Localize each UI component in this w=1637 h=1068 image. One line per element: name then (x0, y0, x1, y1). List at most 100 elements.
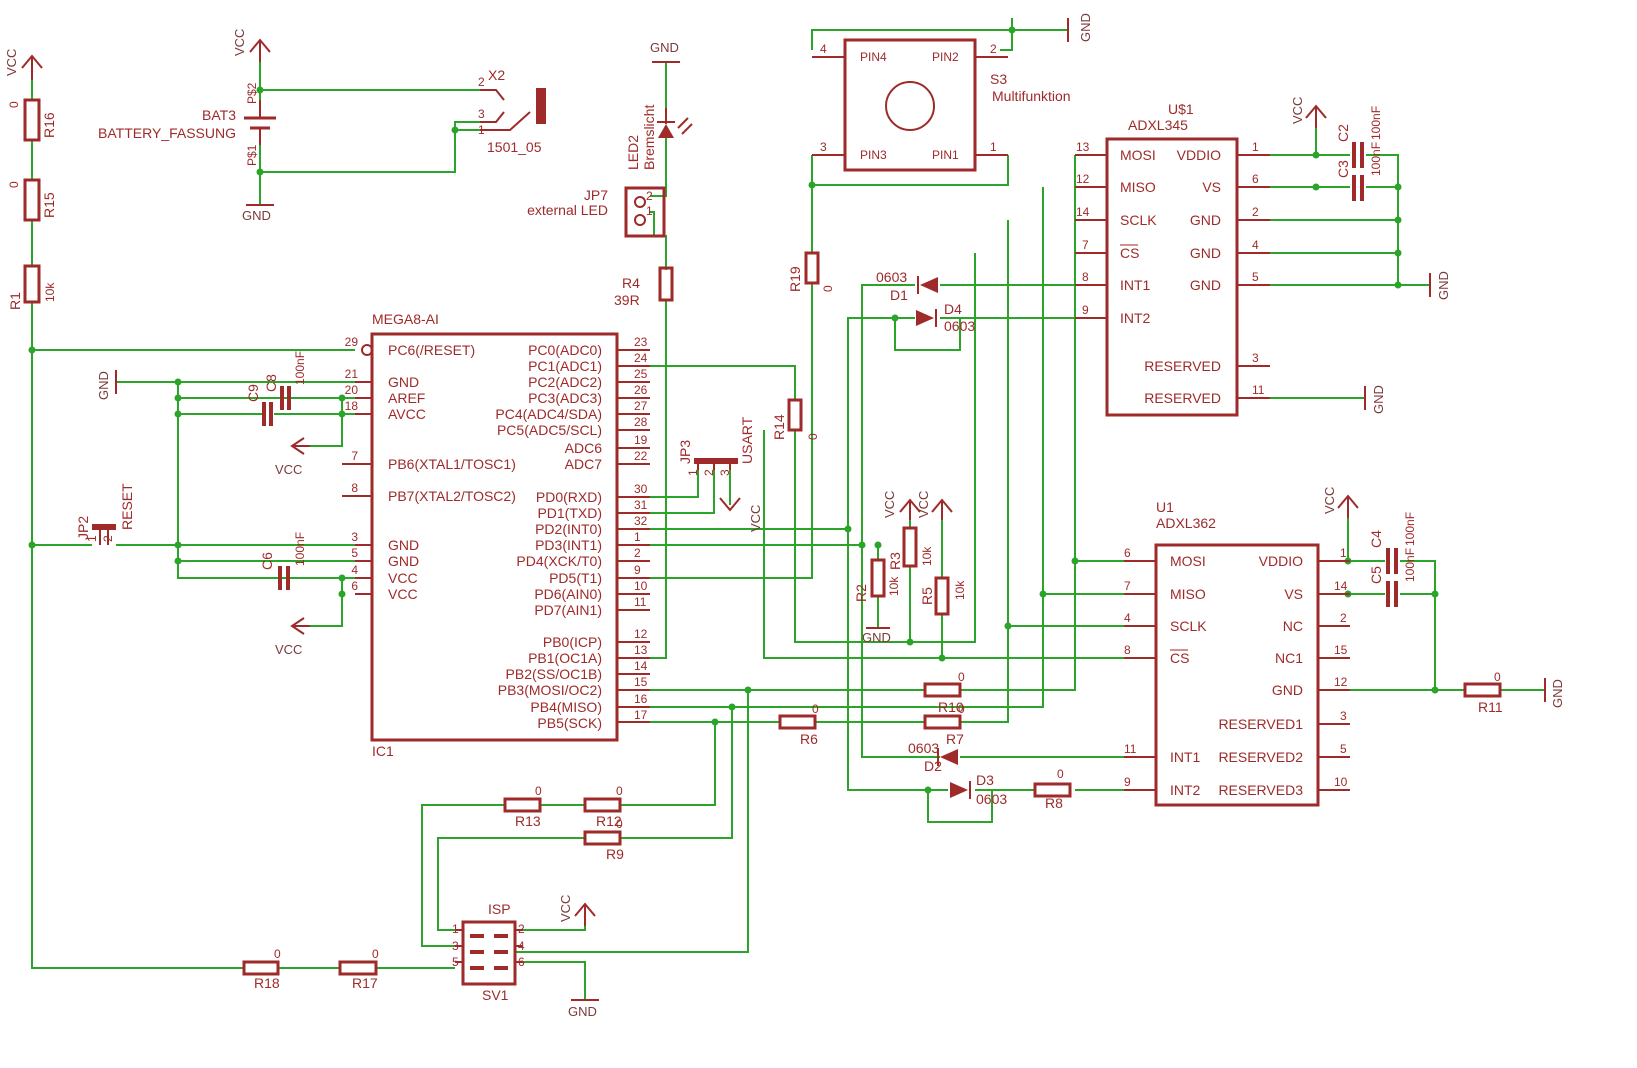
u2-pin-num: 10 (1334, 775, 1348, 789)
x2-name: X2 (488, 67, 505, 83)
r12-body (583, 797, 622, 813)
u2-pin-num: 5 (1340, 742, 1347, 756)
ic1-pin-num: 6 (351, 579, 358, 593)
capacitor-value: 100nF (293, 532, 307, 566)
ic1-pin-name: PB6(XTAL1/TOSC1) (388, 456, 516, 472)
isp-pin-num: 2 (518, 922, 525, 936)
supply-symbols: VCC VCC VCC VCC VCC VCC VCC VCC VCC VCC … (4, 13, 1565, 1019)
bat-p1: P$1 (245, 144, 259, 166)
ic1-pin-num: 13 (634, 643, 648, 657)
vcc-label: VCC (916, 491, 931, 518)
resistor-value: 0 (1057, 767, 1064, 781)
s3-pin-num: 4 (820, 42, 827, 56)
x2-pin-num: 2 (478, 75, 485, 89)
r1-body (23, 264, 41, 304)
ic1-pin-num: 15 (634, 675, 648, 689)
r6-body (778, 714, 817, 730)
ic1-pin-name: PC5(ADC5/SCL) (497, 422, 602, 438)
ic1-pin-name: PD5(T1) (549, 570, 602, 586)
ic1-pin-name: ADC7 (565, 456, 603, 472)
d1-body (920, 277, 938, 293)
u1-pin-num: 3 (1252, 351, 1259, 365)
ic1-name: IC1 (372, 743, 394, 759)
r9-body (583, 830, 622, 846)
u2-pin-name: GND (1272, 682, 1303, 698)
r13-body (503, 797, 542, 813)
ic1-pin-name: PB7(XTAL2/TOSC2) (388, 488, 516, 504)
ic1-pin-name: PD3(INT1) (535, 537, 602, 553)
capacitor-name: C6 (259, 552, 275, 570)
junctions (28, 26, 1439, 794)
ic1-pin-num: 4 (351, 563, 358, 577)
bat-name: BAT3 (202, 107, 236, 123)
ic1-pin-num: 16 (634, 692, 648, 706)
isp-pin-num: 3 (452, 939, 459, 953)
ic1-value: MEGA8-AI (372, 311, 439, 327)
ic1-pin-name: PD0(RXD) (536, 489, 602, 505)
x2-connector: 2 3 1 X2 1501_05 (478, 67, 546, 155)
bat-p2: P$2 (245, 82, 259, 104)
r7-body (923, 714, 962, 730)
ic1-pin-name: VCC (388, 570, 418, 586)
capacitor-name: C3 (1335, 160, 1351, 178)
r16-body (23, 98, 41, 142)
jp7-pin-num: 1 (646, 204, 653, 218)
ic1-pin-num: 18 (345, 399, 359, 413)
isp-pin-num: 4 (518, 939, 525, 953)
s3-pin-name: PIN2 (932, 50, 959, 64)
resistor-value: 39R (614, 292, 640, 308)
u2-pin-num: 6 (1124, 546, 1131, 560)
capacitor-name: C4 (1368, 530, 1384, 548)
s3-pin-name: PIN3 (860, 148, 887, 162)
u1-pin-name: INT1 (1120, 277, 1151, 293)
resistor-value: 10k (953, 580, 967, 600)
jp2-pin-num: 1 (85, 535, 99, 542)
resistor-value: 0 (958, 702, 965, 716)
gnd-label: GND (862, 630, 891, 645)
u1-pin-num: 2 (1252, 205, 1259, 219)
vcc-label: VCC (558, 895, 573, 922)
u1-pin-name: RESERVED (1144, 358, 1221, 374)
ic1-pin-name: GND (388, 374, 419, 390)
ic1-pin-num: 12 (634, 627, 648, 641)
u2-pin-name: CS (1170, 650, 1189, 666)
resistor-name: R12 (596, 813, 622, 829)
ic1-pin-num: 32 (634, 514, 648, 528)
ic1-pin-name: PB2(SS/OC1B) (506, 666, 602, 682)
u1-pin-name: GND (1190, 277, 1221, 293)
ic1-pin-num: 3 (351, 530, 358, 544)
isp-value: ISP (488, 901, 511, 917)
u1-adxl345: U$1 ADXL345 13 MOSI 12 MISO 14 SCLK 7 CS… (1075, 101, 1270, 417)
resistor-name: R3 (887, 552, 903, 570)
u2-pin-name: MISO (1170, 586, 1206, 602)
ic1-pin-name: AVCC (388, 406, 426, 422)
gnd-label: GND (1550, 679, 1565, 708)
s3-switch: 4 PIN4 2 PIN2 3 PIN3 1 PIN1 S3 Multifunk… (812, 38, 1071, 172)
resistor-name: R5 (919, 587, 935, 605)
diode-name: D1 (890, 287, 908, 303)
capacitor-value: 100nF (1403, 512, 1417, 546)
s3-pin-num: 2 (990, 42, 997, 56)
gnd-label: GND (1436, 271, 1451, 300)
resistor-name: R10 (938, 699, 964, 715)
ic1-pin-num: 31 (634, 498, 648, 512)
r4-body (658, 266, 674, 302)
ic1-pin-name: VCC (388, 586, 418, 602)
battery: P$2 P$1 BAT3 BATTERY_FASSUNG (98, 82, 276, 166)
u2-pin-name: INT1 (1170, 749, 1201, 765)
gnd-label: GND (242, 208, 271, 223)
capacitor-name: C8 (263, 374, 279, 392)
gnd-label: GND (96, 371, 111, 400)
u2-pin-name: VDDIO (1259, 553, 1303, 569)
vcc-label: VCC (1290, 97, 1305, 124)
resistor-name: R8 (1045, 795, 1063, 811)
u2-pin-name: RESERVED1 (1218, 716, 1303, 732)
r11-body (1463, 682, 1502, 698)
u1-pin-name: GND (1190, 212, 1221, 228)
jp3-name: JP3 (677, 440, 693, 464)
resistor-value: 0 (806, 433, 820, 440)
ic1-pin-num: 11 (634, 595, 647, 609)
vcc-label: VCC (1322, 487, 1337, 514)
u2-pin-num: 14 (1334, 579, 1348, 593)
u1-pin-num: 9 (1082, 303, 1089, 317)
